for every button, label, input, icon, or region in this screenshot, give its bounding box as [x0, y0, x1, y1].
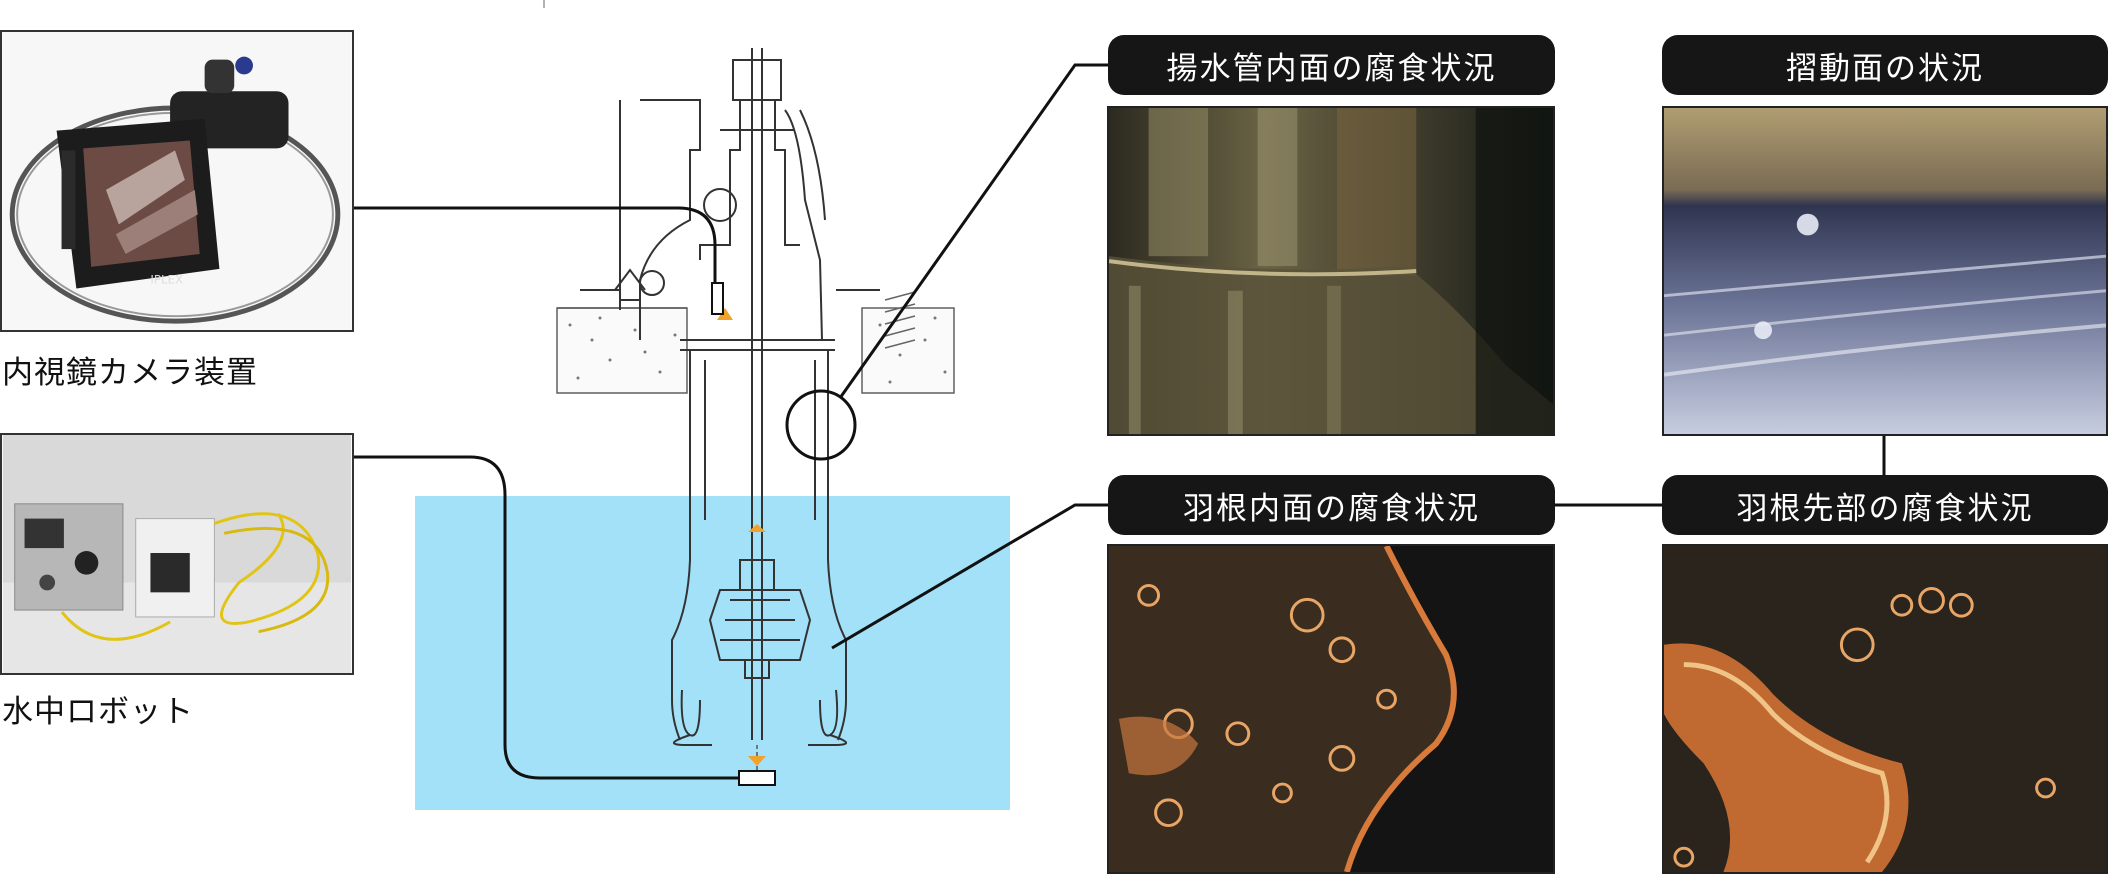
robot-unit — [738, 770, 776, 786]
robot-caption: 水中ロボット — [2, 694, 194, 730]
endoscope-cable — [352, 206, 717, 283]
photo-sliding-surface — [1662, 106, 2108, 436]
pump-casing — [580, 48, 880, 746]
ground-right — [861, 307, 955, 394]
marker-upper — [717, 308, 733, 320]
photo-impeller-tip — [1662, 544, 2108, 874]
robot-photo — [0, 433, 354, 675]
marker-bottom — [748, 756, 766, 766]
leader-pipe-inner — [838, 63, 1110, 399]
photo-impeller-inner — [1107, 544, 1555, 874]
robot-device-illustration — [2, 435, 352, 673]
label-sliding-surface: 摺動面の状況 — [1662, 35, 2108, 95]
label-impeller-tip: 羽根先部の腐食状況 — [1662, 475, 2108, 535]
label-pipe-inner: 揚水管内面の腐食状況 — [1108, 35, 1555, 95]
endoscope-photo: IPLEX — [0, 30, 354, 332]
hatch-marks — [884, 291, 916, 349]
inspection-circle — [785, 389, 857, 461]
ground-left — [556, 307, 688, 394]
screen-brand: IPLEX — [150, 273, 183, 287]
leader-impeller-inner — [831, 503, 1110, 650]
photo-pipe-inner — [1107, 106, 1555, 436]
water-region — [415, 496, 1010, 810]
marker-mid — [748, 524, 766, 532]
endoscope-probe — [711, 282, 724, 315]
label-impeller-inner: 羽根内面の腐食状況 — [1108, 475, 1555, 535]
ground-texture — [568, 316, 947, 384]
endoscope-device-illustration: IPLEX — [2, 32, 352, 330]
robot-cable — [352, 455, 739, 780]
endoscope-caption: 内視鏡カメラ装置 — [2, 355, 258, 391]
